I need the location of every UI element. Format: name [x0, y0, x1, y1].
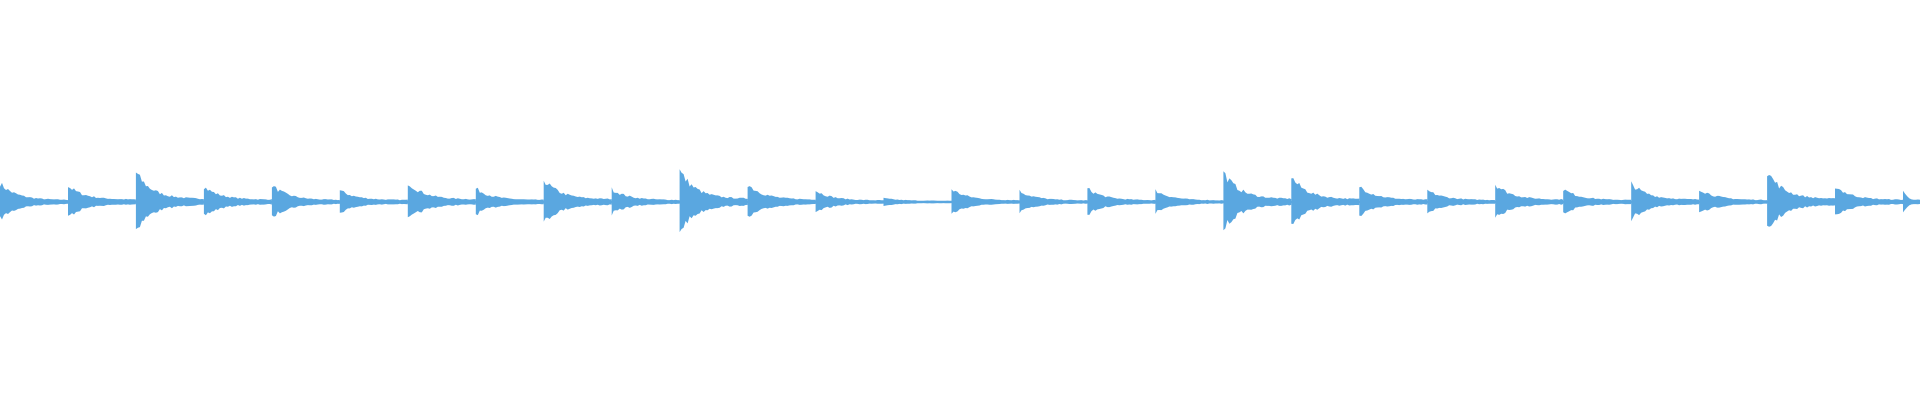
- waveform-note-segment: [135, 172, 204, 230]
- waveform-segments: [0, 169, 1920, 233]
- waveform-center-line: [0, 201, 1920, 203]
- waveform-note-segment: [679, 169, 748, 233]
- waveform-note-segment: [1223, 171, 1292, 231]
- waveform-note-segment: [1767, 175, 1835, 227]
